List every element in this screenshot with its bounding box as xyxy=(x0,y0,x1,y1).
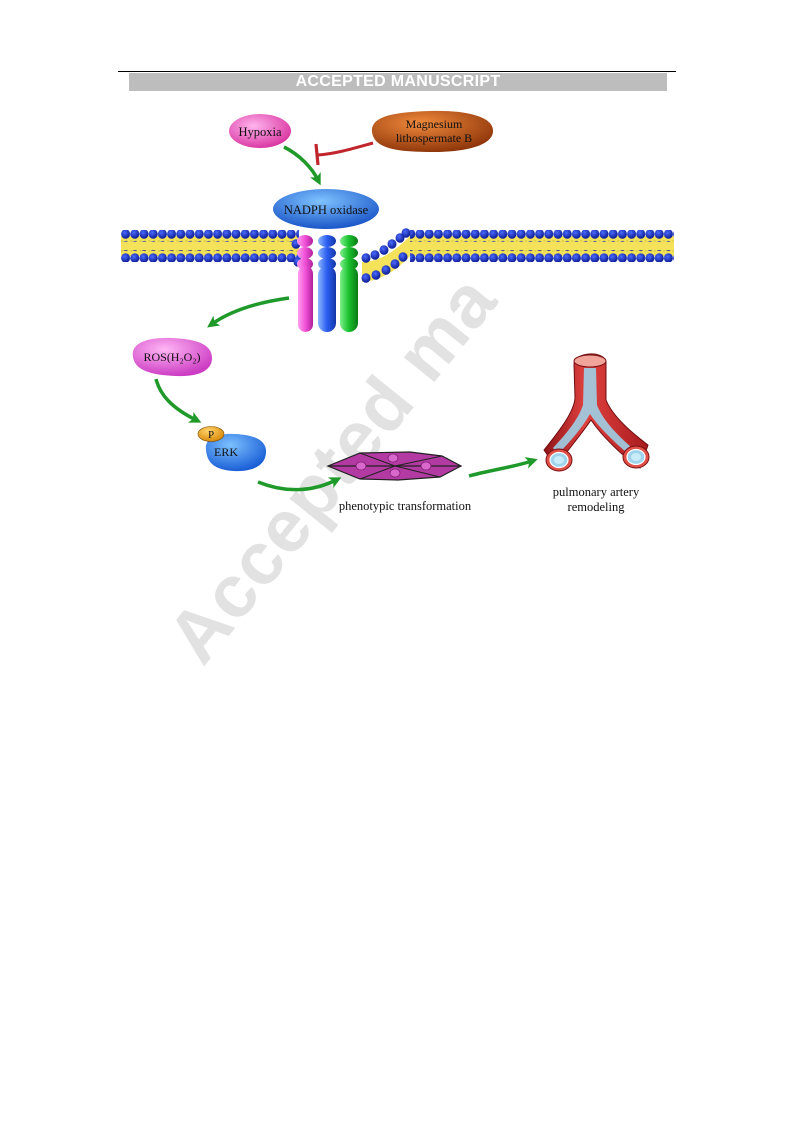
membrane-heads-top-right xyxy=(410,230,674,242)
inhibitor-node: Magnesium lithospermate B xyxy=(371,110,494,152)
smooth-muscle-cells xyxy=(326,451,463,481)
membrane-heads-bottom-left xyxy=(121,250,299,262)
membrane-dip-right xyxy=(361,228,411,283)
arrow-erk-to-cells xyxy=(257,477,342,492)
cell-membrane xyxy=(121,228,674,283)
nadph-oxidase-label: NADPH oxidase xyxy=(284,203,369,217)
header-rule xyxy=(118,71,676,72)
hypoxia-node: Hypoxia xyxy=(229,114,291,148)
arrow-hypoxia-to-nadph xyxy=(283,145,321,186)
cell-transformation-label: phenotypic transformation xyxy=(339,499,472,513)
phosphate-node: P xyxy=(197,426,225,442)
pink-subunit xyxy=(297,235,313,332)
erk-node: ERK xyxy=(205,433,267,472)
ros-label: ROS(H₂O₂) xyxy=(143,350,200,364)
green-subunit xyxy=(340,235,358,332)
arrow-ros-to-erk xyxy=(154,378,202,423)
inhibitor-label-line1: Magnesium xyxy=(406,117,463,131)
nadph-oxidase-node: NADPH oxidase xyxy=(273,189,379,229)
blue-subunit xyxy=(318,235,336,332)
artery-label-line2: remodeling xyxy=(568,500,626,514)
accepted-manuscript-banner: ACCEPTED MANUSCRIPT xyxy=(129,73,667,91)
pulmonary-artery-illustration xyxy=(543,353,650,472)
inhibition-arrow xyxy=(314,141,374,166)
inhibitor-label-line2: lithospermate B xyxy=(396,131,472,145)
membrane-heads-top-left xyxy=(121,230,299,242)
arrow-nadph-to-ros xyxy=(207,296,290,328)
nadph-oxidase-subunits xyxy=(297,235,358,332)
erk-label: ERK xyxy=(214,445,238,459)
phosphate-label: P xyxy=(208,429,214,441)
membrane-heads-bottom-right xyxy=(410,250,674,262)
hypoxia-label: Hypoxia xyxy=(238,125,282,139)
ros-node: ROS(H₂O₂) xyxy=(132,337,212,377)
banner-text: ACCEPTED MANUSCRIPT xyxy=(295,73,501,90)
arrow-cells-to-artery xyxy=(468,457,538,478)
artery-label-line1: pulmonary artery xyxy=(553,485,640,499)
